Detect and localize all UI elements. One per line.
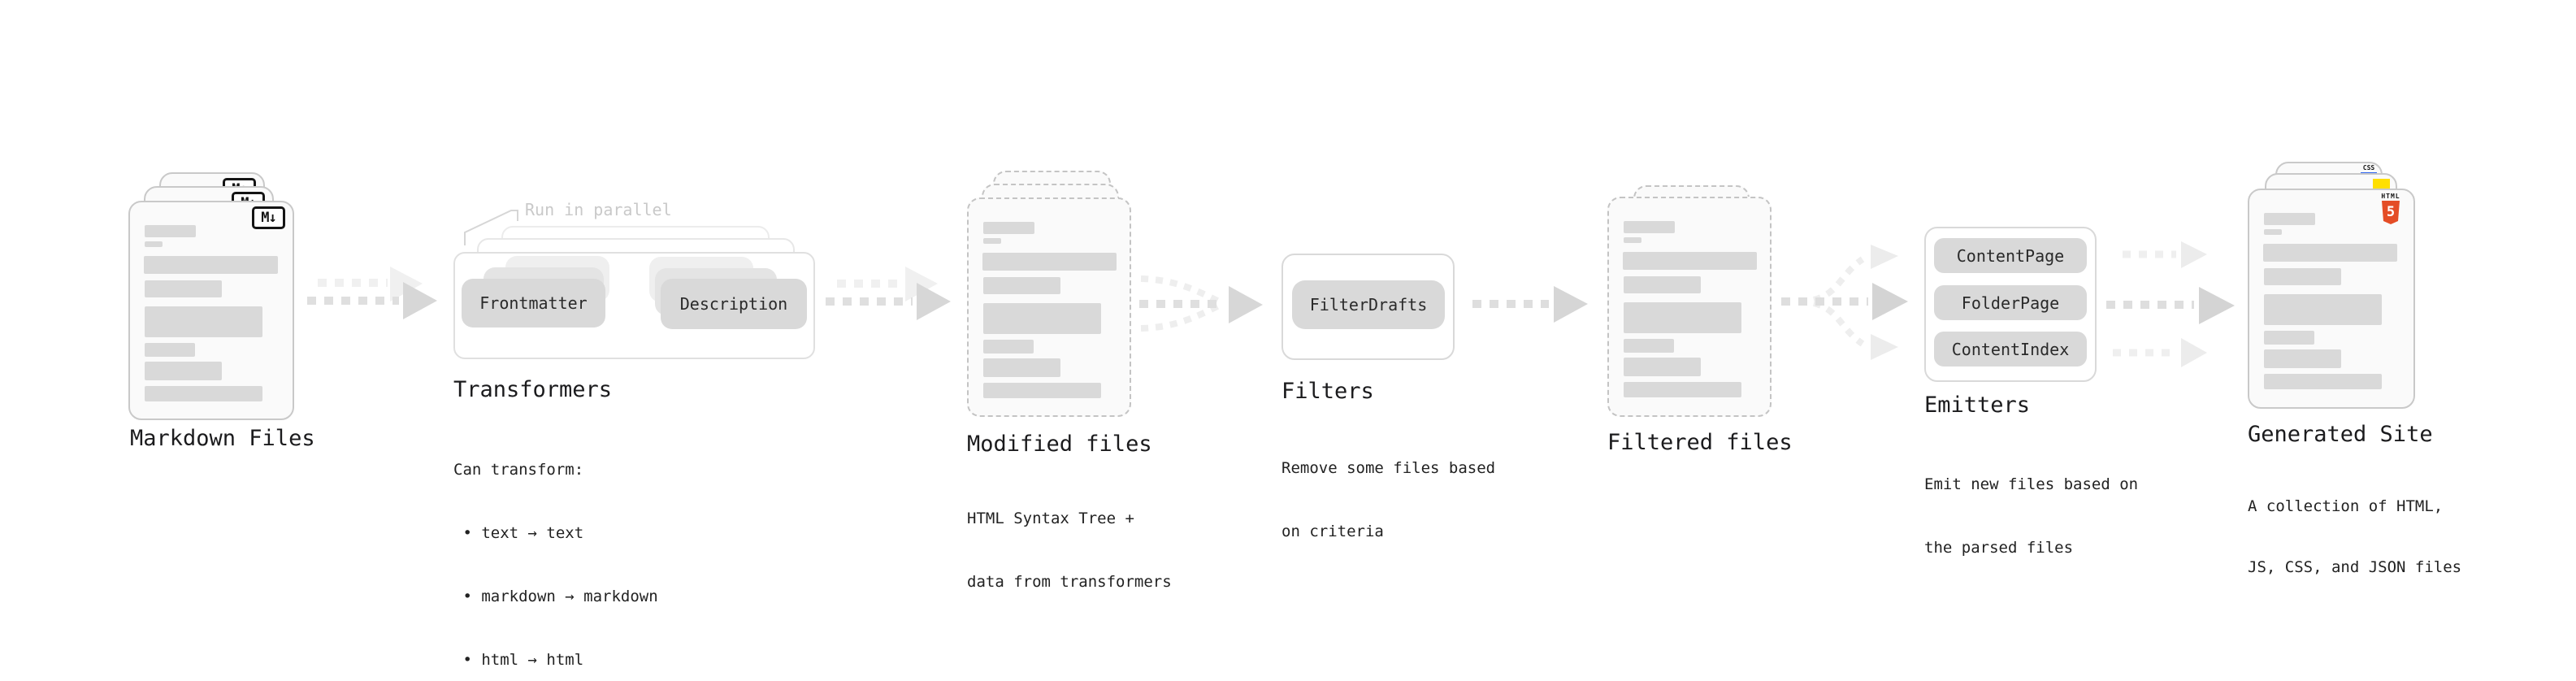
doc-placeholder-bar [1624, 221, 1675, 233]
arrow-filtered-to-emitters-icon [1781, 245, 1908, 360]
filtered-file-card-front [1607, 197, 1772, 417]
doc-placeholder-bar [983, 358, 1060, 377]
css-badge-wordmark: CSS [2362, 164, 2375, 171]
folderpage-node: FolderPage [1934, 285, 2087, 320]
doc-placeholder-bar [983, 277, 1060, 294]
filterdrafts-node: FilterDrafts [1292, 280, 1445, 329]
doc-placeholder-bar [2264, 229, 2282, 235]
doc-placeholder-bar [1624, 276, 1701, 293]
javascript-icon [2373, 179, 2390, 190]
arrow-modified-to-filters-icon [1139, 275, 1263, 332]
arrow-filters-to-filtered-icon [1472, 286, 1588, 323]
doc-placeholder-bar [1623, 252, 1757, 270]
doc-placeholder-bar [983, 383, 1101, 398]
doc-placeholder-bar [1624, 302, 1741, 333]
doc-placeholder-bar [145, 343, 195, 357]
generated-site-notes: A collection of HTML, JS, CSS, and JSON … [2248, 456, 2461, 618]
doc-placeholder-bar [145, 280, 222, 297]
html5-badge-wordmark: HTML [2381, 193, 2400, 200]
doc-placeholder-bar [1624, 339, 1674, 353]
markdown-files-title: Markdown Files [130, 426, 315, 451]
doc-placeholder-bar [145, 306, 262, 337]
doc-placeholder-bar [1624, 382, 1741, 397]
modified-files-title: Modified files [967, 432, 1152, 457]
doc-placeholder-bar [983, 303, 1101, 334]
site-file-card-front: HTML 5 [2248, 189, 2415, 409]
doc-placeholder-bar [2264, 268, 2341, 285]
filters-note-line: Remove some files based [1281, 459, 1496, 477]
run-in-parallel-note: Run in parallel [525, 200, 672, 219]
transformers-note-line: Can transform: [453, 461, 584, 479]
html5-icon: HTML 5 [2380, 193, 2401, 224]
transformers-note-line: • text → text [453, 524, 584, 542]
generated-site-title: Generated Site [2248, 422, 2433, 447]
contentindex-node: ContentIndex [1934, 332, 2087, 367]
doc-placeholder-bar [2264, 349, 2341, 368]
doc-placeholder-bar [982, 253, 1117, 271]
doc-placeholder-bar [145, 362, 222, 380]
doc-placeholder-bar [145, 241, 163, 247]
arrow-transformers-to-modified-icon [826, 267, 951, 320]
arrow-emitters-to-site-icon [2106, 241, 2235, 367]
emitters-title: Emitters [1924, 393, 2031, 418]
doc-placeholder-bar [2263, 244, 2397, 262]
generated-site-note-line: JS, CSS, and JSON files [2248, 558, 2462, 576]
filtered-files-title: Filtered files [1607, 430, 1793, 455]
doc-placeholder-bar [983, 222, 1034, 234]
transformers-note-line: • html → html [453, 651, 584, 669]
markdown-file-card-front: M↓ [128, 201, 294, 420]
doc-placeholder-bar [2264, 374, 2382, 389]
html5-badge-number: 5 [2386, 204, 2396, 220]
doc-placeholder-bar [1624, 358, 1701, 376]
emitters-note-line: the parsed files [1924, 539, 2074, 557]
modified-file-card-front [967, 197, 1131, 417]
markdown-icon: M↓ [252, 206, 285, 229]
modified-files-note-line: data from transformers [967, 573, 1172, 591]
doc-placeholder-bar [2264, 331, 2314, 345]
doc-placeholder-bar [983, 238, 1001, 244]
doc-placeholder-bar [145, 225, 196, 237]
transformers-note-line: • markdown → markdown [453, 588, 658, 605]
arrow-markdown-to-transformers-icon [307, 267, 437, 319]
doc-placeholder-bar [983, 340, 1034, 354]
transformers-title: Transformers [453, 377, 613, 402]
filters-notes: Remove some files based on criteria [1281, 415, 1495, 584]
frontmatter-node: Frontmatter [462, 279, 605, 327]
transformers-notes: Can transform: • text → text • markdown … [453, 417, 658, 681]
html5-badge-shield: 5 [2382, 201, 2400, 224]
doc-placeholder-bar [2264, 213, 2315, 225]
modified-files-notes: HTML Syntax Tree + data from transformer… [967, 466, 1172, 635]
modified-files-note-line: HTML Syntax Tree + [967, 510, 1134, 527]
emitters-notes: Emit new files based on the parsed files [1924, 432, 2138, 601]
description-node: Description [661, 279, 807, 329]
generated-site-note-line: A collection of HTML, [2248, 497, 2444, 515]
emitters-note-line: Emit new files based on [1924, 475, 2139, 493]
filters-note-line: on criteria [1281, 523, 1384, 540]
doc-placeholder-bar [145, 386, 262, 401]
contentpage-node: ContentPage [1934, 238, 2087, 273]
doc-placeholder-bar [2264, 294, 2382, 325]
doc-placeholder-bar [144, 256, 278, 274]
filters-title: Filters [1281, 379, 1374, 404]
doc-placeholder-bar [1624, 237, 1641, 243]
